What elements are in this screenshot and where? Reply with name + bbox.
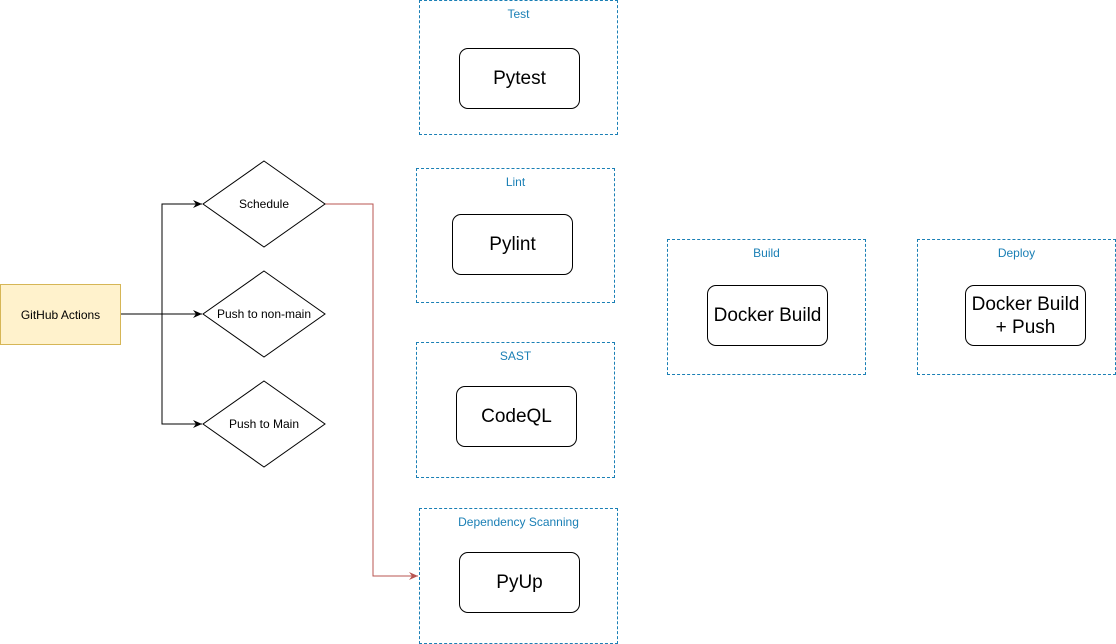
group-sast[interactable]: SAST CodeQL <box>416 342 615 478</box>
edge-schedule-to-dependency-scanning <box>325 203 418 580</box>
decision-main-shape <box>202 380 326 468</box>
group-deploy-title: Deploy <box>997 246 1036 260</box>
group-sast-title: SAST <box>499 349 532 363</box>
decision-non-main-shape <box>202 270 326 358</box>
node-docker-build[interactable]: Docker Build <box>707 285 828 346</box>
decision-schedule-shape <box>202 160 326 248</box>
node-docker-build-push-line2: + Push <box>995 316 1056 338</box>
group-deploy[interactable]: Deploy Docker Build + Push <box>917 239 1116 375</box>
decision-main-label[interactable]: Push to Main <box>228 417 300 431</box>
group-lint-title: Lint <box>505 175 526 189</box>
node-pytest[interactable]: Pytest <box>459 48 580 109</box>
edge-trigger-to-schedule <box>121 200 202 315</box>
group-build-title: Build <box>753 246 780 260</box>
group-build[interactable]: Build Docker Build <box>667 239 866 375</box>
group-lint[interactable]: Lint Pylint <box>416 168 615 303</box>
github-actions-label: GitHub Actions <box>20 307 101 322</box>
group-test-title: Test <box>507 7 530 21</box>
group-test[interactable]: Test Pytest <box>419 0 618 135</box>
decision-schedule-label[interactable]: Schedule <box>238 197 290 211</box>
node-docker-build-push-line1: Docker Build <box>971 293 1080 315</box>
node-pyup-label: PyUp <box>496 572 543 593</box>
group-dependency-scanning[interactable]: Dependency Scanning PyUp <box>419 508 618 644</box>
node-docker-build-label: Docker Build <box>713 305 822 326</box>
node-pylint[interactable]: Pylint <box>452 214 573 275</box>
group-dependency-scanning-title: Dependency Scanning <box>458 515 579 529</box>
node-pylint-label: Pylint <box>489 234 536 255</box>
github-actions-trigger[interactable]: GitHub Actions <box>0 284 121 345</box>
decision-non-main-label[interactable]: Push to non-main <box>216 307 312 321</box>
node-codeql[interactable]: CodeQL <box>456 386 577 447</box>
node-docker-build-push[interactable]: Docker Build + Push <box>965 285 1086 346</box>
node-pytest-label: Pytest <box>493 68 546 89</box>
node-codeql-label: CodeQL <box>481 406 552 427</box>
node-pyup[interactable]: PyUp <box>459 552 580 613</box>
edge-trigger-to-main <box>161 314 202 428</box>
